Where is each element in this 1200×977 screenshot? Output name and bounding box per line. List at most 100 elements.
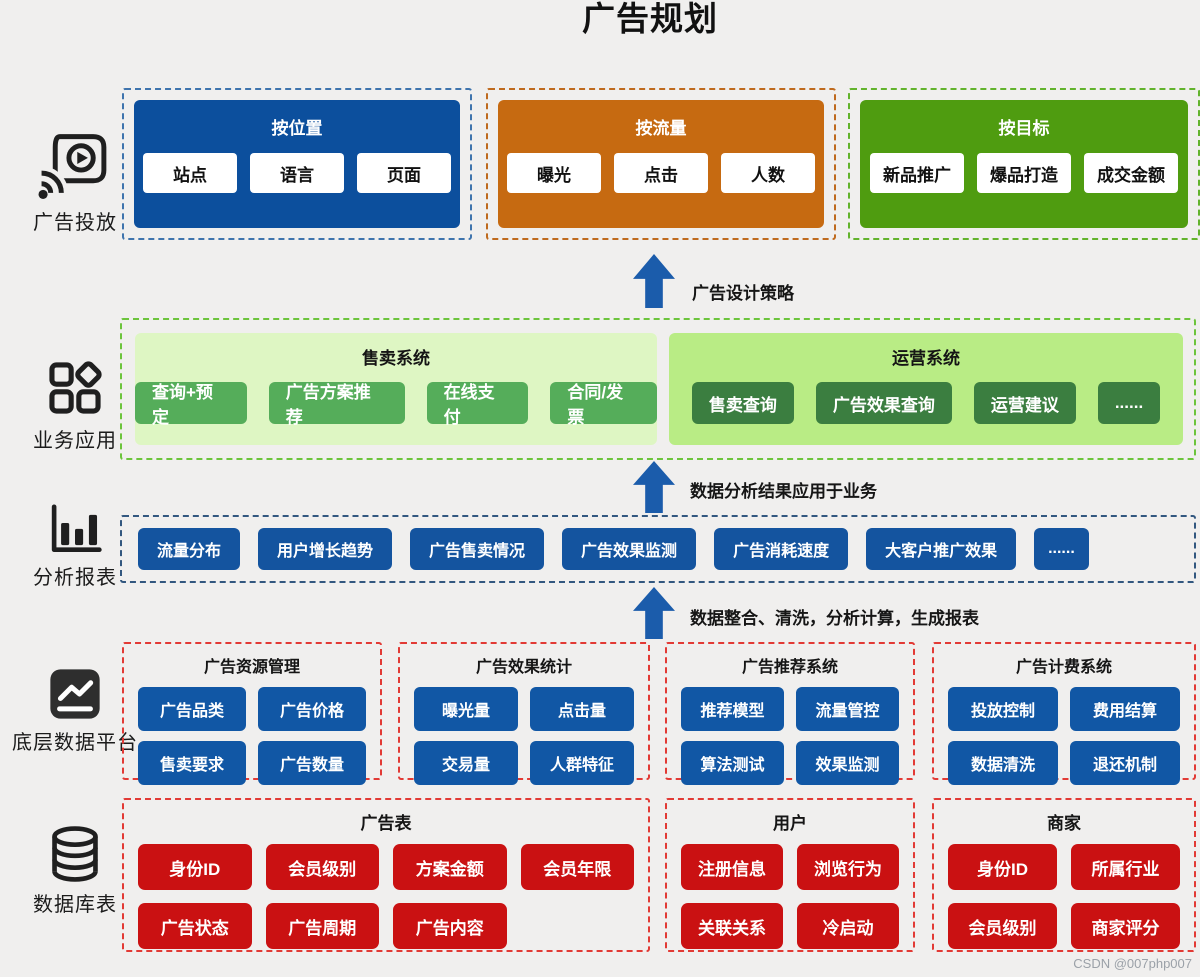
watermark: CSDN @007php007 [1073,956,1192,971]
rail-item-database-tables: 数据库表 [10,824,140,917]
group-title: 广告推荐系统 [741,659,838,676]
chip-data-cleaning: 数据清洗 [948,741,1058,785]
group-title: 广告表 [360,814,412,833]
up-arrow-design-strategy [633,254,675,308]
chip-member-years: 会员年限 [520,844,634,890]
chip-ad-status: 广告状态 [138,903,252,949]
chip-ad-effect-monitoring: 广告效果监测 [562,528,697,570]
chip-relationship: 关联关系 [681,903,783,949]
chip-delivery-control: 投放控制 [948,687,1058,731]
arrow-label-analysis-to-business: 数据分析结果应用于业务 [690,482,877,501]
chip-algorithm-testing: 算法测试 [681,741,784,785]
group-title: 广告计费系统 [1015,659,1112,676]
database-icon [52,826,98,882]
group-by-traffic: 按流量 曝光 点击 人数 [486,88,836,240]
rail-label-ad-delivery: 广告投放 [33,212,117,234]
panel-title: 售卖系统 [362,349,430,368]
rail-label-analytics-reports: 分析报表 [33,567,117,589]
group-ad-resource-mgmt: 广告资源管理 广告品类 广告价格 售卖要求 广告数量 [122,642,382,785]
group-title: 广告效果统计 [475,659,572,676]
chip-plan-amount: 方案金额 [393,844,507,890]
group-title: 按流量 [635,119,687,138]
chip-online-payment: 在线支付 [426,382,529,427]
chip-registration-info: 注册信息 [681,844,783,890]
group-title: 用户 [773,814,807,833]
group-by-goal: 按目标 新品推广 爆品打造 成交金额 [848,88,1200,240]
chip-ad-sales-status: 广告售卖情况 [410,528,545,570]
chip-ad-price: 广告价格 [258,687,366,731]
trend-chart-icon [50,669,100,719]
chip-ad-quantity: 广告数量 [258,741,366,785]
group-merchant-table: 商家 身份ID 所属行业 会员级别 商家评分 [932,798,1196,952]
chip-click-volume: 点击量 [530,687,634,731]
rail-item-data-platform: 底层数据平台 [5,666,145,755]
chip-recommend-model: 推荐模型 [681,687,784,731]
group-title: 广告资源管理 [203,659,300,676]
group-user-table: 用户 注册信息 浏览行为 关联关系 冷启动 [665,798,915,952]
chip-traffic-control: 流量管控 [796,687,899,731]
chip-site: 站点 [143,153,237,193]
up-arrow-analysis-to-business [633,461,675,513]
arrow-label-design-strategy: 广告设计策略 [692,284,794,303]
chip-ad-cycle: 广告周期 [265,903,379,949]
chip-refund-mechanism: 退还机制 [1070,741,1180,785]
chip-audience-profile: 人群特征 [530,741,634,785]
up-arrow-data-integration [633,587,675,639]
chip-merchant-rating: 商家评分 [1071,903,1180,949]
group-ad-table: 广告表 身份ID 会员级别 方案金额 会员年限 广告状态 广告周期 广告内容 [122,798,650,952]
panel-title: 运营系统 [892,349,960,368]
chip-impression-volume: 曝光量 [414,687,518,731]
chip-transaction-amount: 成交金额 [1084,153,1178,193]
chip-new-product-promo: 新品推广 [870,153,964,193]
group-title: 按目标 [998,119,1050,138]
group-ad-recommend-system: 广告推荐系统 推荐模型 流量管控 算法测试 效果监测 [665,642,915,785]
rail-label-business-apps: 业务应用 [33,430,117,452]
chip-cold-start: 冷启动 [797,903,899,949]
chip-sales-query: 售卖查询 [691,382,794,424]
apps-grid-icon [49,361,102,414]
chip-sales-requirements: 售卖要求 [138,741,246,785]
group-by-position: 按位置 站点 语言 页面 [122,88,472,240]
chip-browsing-behavior: 浏览行为 [797,844,899,890]
chip-fee-settlement: 费用结算 [1070,687,1180,731]
chip-hit-product: 爆品打造 [977,153,1071,193]
group-title: 商家 [1047,814,1081,833]
chip-effect-monitoring: 效果监测 [796,741,899,785]
chip-ad-plan-recommend: 广告方案推荐 [268,382,405,427]
chip-ad-content: 广告内容 [393,903,507,949]
group-ad-effect-stats: 广告效果统计 曝光量 点击量 交易量 人群特征 [398,642,650,785]
rail-item-business-apps: 业务应用 [10,356,140,453]
chip-language: 语言 [250,153,344,193]
chip-more: ...... [1034,528,1089,570]
business-apps-container: 售卖系统 查询+预定 广告方案推荐 在线支付 合同/发票 运营系统 售卖查询 广… [120,318,1196,460]
rail-item-ad-delivery: 广告投放 [10,126,140,235]
chip-key-account-promo-effect: 大客户推广效果 [866,528,1017,570]
chip-identity-id: 身份ID [948,844,1057,890]
analytics-reports-container: 流量分布 用户增长趋势 广告售卖情况 广告效果监测 广告消耗速度 大客户推广效果… [120,515,1196,583]
chip-member-level: 会员级别 [265,844,379,890]
chip-identity-id: 身份ID [138,844,252,890]
rail-label-data-platform: 底层数据平台 [12,732,138,754]
rail-label-database-tables: 数据库表 [33,894,117,916]
group-title: 按位置 [271,119,323,138]
chip-ad-spend-rate: 广告消耗速度 [714,528,849,570]
chip-ops-advice: 运营建议 [973,382,1076,424]
chip-page: 页面 [357,153,451,193]
chip-impressions: 曝光 [507,153,601,193]
chip-traffic-distribution: 流量分布 [138,528,241,570]
chip-member-level: 会员级别 [948,903,1057,949]
chip-ad-effect-query: 广告效果查询 [815,382,952,424]
chip-more: ...... [1097,382,1161,424]
chip-query-booking: 查询+预定 [135,382,247,427]
panel-operations-system: 运营系统 售卖查询 广告效果查询 运营建议 ...... [669,333,1183,445]
rail-item-analytics-reports: 分析报表 [10,503,140,590]
ad-cast-icon [38,134,107,199]
bar-chart-icon [51,504,102,553]
chip-ad-category: 广告品类 [138,687,246,731]
panel-sales-system: 售卖系统 查询+预定 广告方案推荐 在线支付 合同/发票 [135,333,657,445]
arrow-label-data-integration: 数据整合、清洗，分析计算，生成报表 [690,609,979,628]
chip-people: 人数 [721,153,815,193]
group-ad-billing-system: 广告计费系统 投放控制 费用结算 数据清洗 退还机制 [932,642,1196,785]
page-title: 广告规划 [582,0,718,37]
